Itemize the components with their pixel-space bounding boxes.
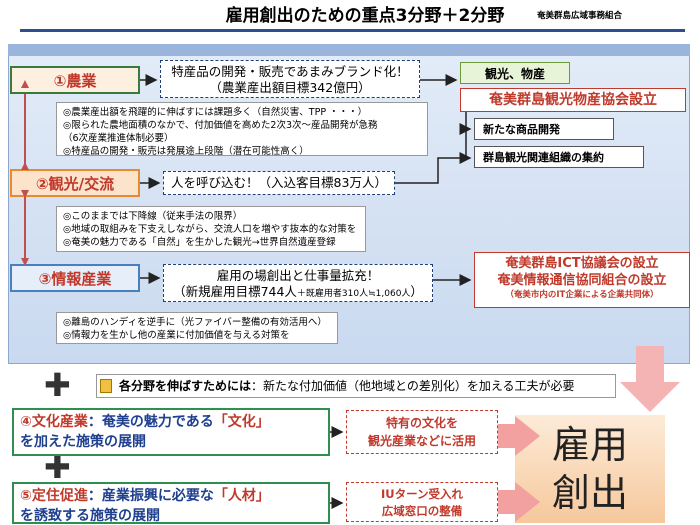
arrow-icon (459, 112, 472, 135)
info-target-small: ＋既雇用者310人≒1,060人 (296, 289, 411, 299)
tourism-association-box: 奄美群島観光物産協会設立 (460, 88, 686, 112)
arrow-head-icon (21, 190, 29, 198)
tourism-notes: ◎このままでは下降線（従来手法の限界） ◎地域の取組みを下支えしながら、交流人口… (56, 206, 366, 252)
info-target-main: （新規雇用目標744人 (173, 284, 297, 299)
settlement-line1: ⑤定住促進：産業振興に必要な「人材」 (20, 486, 322, 506)
culture-result-line1: 特有の文化を (385, 416, 458, 430)
added-value-text: ：新たな付加価値（他地域との差別化）を加える工夫が必要 (251, 379, 575, 393)
title-divider (20, 29, 685, 32)
employment-line1: 雇用 (551, 423, 628, 467)
info-industry-notes: ◎離島のハンディを逆手に（光ファイバー整備の有効活用へ） ◎情報力を生かし他の産… (56, 312, 338, 344)
note-line: （6次産業推進体制必要） (63, 133, 174, 144)
sector-info-industry: ③情報産業 (10, 264, 140, 292)
ict-line2: 奄美情報通信協同組合の設立 (497, 273, 667, 288)
culture-result-line2: 観光産業などに活用 (367, 434, 476, 448)
ict-line1: 奄美群島ICT協議会の設立 (505, 256, 659, 271)
arrow-icon (395, 152, 472, 184)
note-line: ◎農業産出額を飛躍的に伸ばすには課題多く（自然災害、TPP ・・・） (63, 107, 368, 118)
note-line: ◎地域の取組みを下支えしながら、交流人口を増やす抜本的な対策を (63, 224, 357, 235)
culture-line2: を加えた施策の展開 (20, 434, 146, 450)
down-arrow-icon (620, 346, 680, 412)
ict-line3: （奄美市内のIT企業による企業共同体） (505, 290, 659, 300)
info-industry-target: 雇用の場創出と仕事量拡充！ （新規雇用目標744人＋既雇用者310人≒1,060… (163, 264, 433, 302)
settlement-result-line1: IUターン受入れ (380, 487, 464, 501)
note-line: ◎特産品の開発・販売は発展途上段階（潜在可能性高く） (63, 146, 309, 157)
employment-line2: 創出 (551, 471, 628, 515)
agriculture-notes: ◎農業産出額を飛躍的に伸ばすには課題多く（自然災害、TPP ・・・） ◎限られた… (56, 102, 428, 157)
note-line: ◎離島のハンディを逆手に（光ファイバー整備の有効活用へ） (63, 317, 327, 328)
culture-number: ④文化産業 (20, 414, 88, 430)
agriculture-target: 特産品の開発・販売であまみブランド化！ （農業産出額目標342億円） (160, 60, 420, 98)
page-title: 雇用創出のための重点3分野＋2分野 (225, 6, 505, 26)
settlement-desc: ：産業振興に必要な (87, 488, 214, 504)
culture-line1: ④文化産業：奄美の魅力である「文化」 (20, 412, 322, 432)
settlement-line2: を誘致する施策の展開 (20, 508, 160, 524)
info-target-line2: （新規雇用目標744人＋既雇用者310人≒1,060人） (164, 284, 432, 302)
tourism-item-product-dev: 新たな商品開発 (474, 118, 614, 140)
agriculture-target-line1: 特産品の開発・販売であまみブランド化！ (171, 64, 409, 79)
sector-agriculture: ①農業 (10, 66, 140, 94)
big-arrow-icon (498, 482, 540, 522)
agriculture-target-line2: （農業産出額目標342億円） (209, 80, 371, 95)
note-line: ◎奄美の魅力である「自然」を生かした観光→世界自然遺産登録 (63, 237, 336, 248)
culture-industry-box: ④文化産業：奄美の魅力である「文化」 を加えた施策の展開 (12, 408, 330, 456)
info-target-line1: 雇用の場創出と仕事量拡充！ (216, 268, 380, 283)
arrow-head-icon (21, 80, 29, 88)
tourism-item-integration: 群島観光関連組織の集約 (474, 146, 644, 168)
panel-header-bar (8, 44, 690, 56)
culture-desc: ：奄美の魅力である (87, 414, 214, 430)
settlement-result-box: IUターン受入れ 広域窓口の整備 (346, 482, 498, 522)
settlement-number: ⑤定住促進 (20, 488, 88, 504)
note-line: ◎情報力を生かし他の産業に付加価値を与える対策を (63, 330, 290, 341)
plus-icon: ✚ (44, 366, 71, 404)
added-value-bar: 各分野を伸ばすためには：新たな付加価値（他地域との差別化）を加える工夫が必要 (96, 374, 616, 398)
settlement-keyword: 「人材」 (213, 488, 270, 504)
tourism-target: 人を呼び込む！（入込客目標83万人） (163, 171, 395, 195)
ict-organizations-box: 奄美群島ICT協議会の設立 奄美情報通信協同組合の設立 （奄美市内のIT企業によ… (474, 252, 690, 308)
note-line: ◎限られた農地面積のなかで、付加価値を高めた2次3次～産品開発が急務 (63, 120, 378, 131)
arrow-head-icon (21, 258, 29, 266)
settlement-box: ⑤定住促進：産業振興に必要な「人材」 を誘致する施策の展開 (12, 482, 330, 524)
note-icon (100, 379, 112, 393)
added-value-heading: 各分野を伸ばすためには (119, 379, 252, 393)
settlement-result-line2: 広域窓口の整備 (381, 504, 463, 518)
culture-keyword: 「文化」 (213, 414, 270, 430)
employment-creation-box: 雇用 創出 (515, 415, 665, 523)
sector-tourism: ②観光/交流 (10, 169, 140, 197)
info-target-end: ） (410, 284, 423, 299)
plus-icon: ✚ (44, 448, 71, 486)
big-arrow-icon (498, 416, 540, 456)
note-line: ◎このままでは下降線（従来手法の限界） (63, 211, 243, 222)
organization-name: 奄美群島広域事務組合 (537, 11, 623, 21)
tourism-products-label: 観光、物産 (460, 62, 570, 84)
arrow-head-icon (21, 162, 29, 170)
culture-result-box: 特有の文化を 観光産業などに活用 (346, 410, 498, 454)
